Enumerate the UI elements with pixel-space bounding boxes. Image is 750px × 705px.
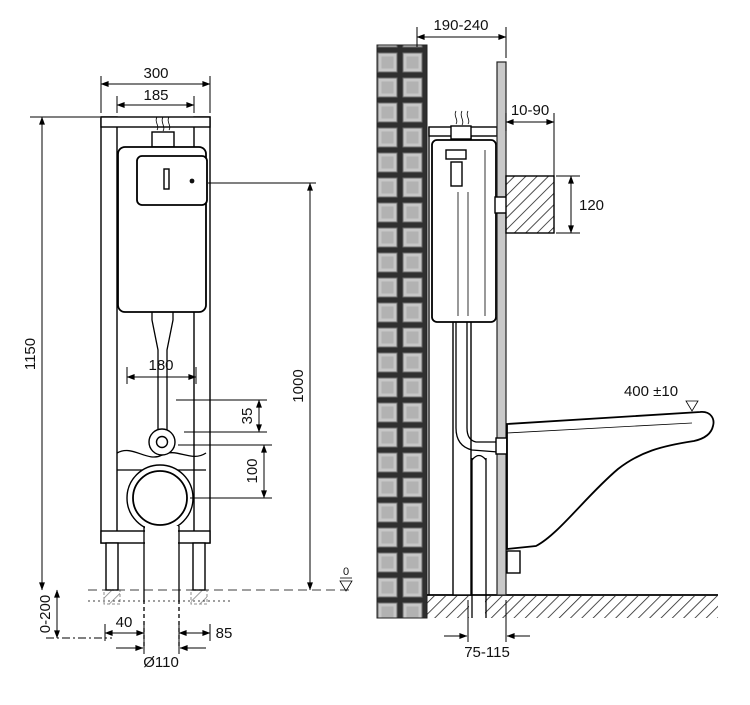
cistern-side	[431, 139, 497, 323]
frame-rail-left	[100, 116, 118, 544]
dim-depth-label: 190-240	[433, 17, 488, 34]
dim-inner-width: 185	[116, 87, 195, 113]
dim-outer-width: 300	[100, 65, 211, 113]
dim-front-gap-label: 10-90	[511, 102, 549, 119]
drain-outlet	[126, 464, 194, 532]
dim-outer-width-label: 300	[143, 65, 168, 82]
dim-offset-35-label: 35	[239, 408, 256, 425]
dim-drain-diameter-label: Ø110	[143, 654, 179, 671]
datum-label: 0	[343, 566, 349, 578]
drain-pipe-front	[143, 526, 180, 646]
dim-outlet-offset: 75-115	[444, 600, 530, 661]
dim-offset-100: 100	[178, 444, 272, 499]
dim-offset-left-label: 40	[116, 614, 133, 631]
dim-inner-width-label: 185	[143, 87, 168, 104]
mounting-frame	[100, 116, 211, 605]
dim-bowl-height-label: 400 ±10	[624, 383, 678, 400]
inlet-elbow	[148, 428, 176, 456]
dim-foot-adjust-label: 0-200	[37, 595, 54, 633]
dim-bowl-height: 400 ±10	[624, 383, 699, 412]
dim-offset-right-label: 85	[216, 625, 233, 642]
dim-actuator-height: 1000	[208, 182, 316, 591]
dim-offset-100-label: 100	[244, 458, 261, 483]
dim-pipe-span-label: 180	[148, 357, 173, 374]
bowl-mount-stub	[506, 550, 521, 574]
datum-triangle-icon	[339, 580, 353, 592]
bowl-height-triangle-icon	[685, 400, 699, 412]
dim-total-height-label: 1150	[22, 338, 39, 370]
dim-front-gap: 10-90	[505, 102, 555, 176]
dim-foot-adjust: 0-200	[37, 589, 112, 639]
inlet-block	[505, 175, 555, 234]
dim-outlet-offset-label: 75-115	[464, 644, 510, 661]
drain-pipe-side	[469, 454, 487, 618]
flush-pipe-side	[455, 322, 499, 453]
side-view: 190-240 10-90 120 400 ±10 75-115	[376, 17, 718, 661]
datum-marker: 0	[339, 566, 353, 592]
frame-leg-left	[105, 542, 119, 591]
water-supply-icon-side	[450, 110, 472, 140]
dim-inlet-height: 120	[556, 175, 604, 234]
flush-pipe-front	[151, 312, 174, 431]
dim-total-height: 1150	[22, 116, 100, 591]
cistern-internals	[445, 149, 486, 316]
flush-plate	[136, 155, 208, 206]
toilet-bowl	[506, 411, 715, 574]
dim-offset-35: 35	[176, 399, 267, 433]
dim-pipe-span: 180	[126, 357, 197, 384]
dim-drain-diameter: Ø110	[116, 640, 206, 671]
dim-offset-right: 85	[178, 624, 233, 642]
foot-pad-left	[103, 589, 121, 605]
dim-inlet-height-label: 120	[579, 197, 604, 214]
flush-button-slot	[163, 168, 170, 190]
floor-line-front	[88, 589, 352, 602]
dim-depth: 190-240	[416, 17, 507, 58]
front-view: 0 300 185 1150 1000	[22, 65, 353, 671]
panel-pass-through-bowl	[495, 437, 508, 455]
foot-pad-right	[190, 589, 208, 605]
dim-actuator-height-label: 1000	[290, 369, 307, 402]
tiled-wall	[376, 44, 428, 619]
flush-plate-pin	[189, 178, 195, 184]
wall-panel	[496, 61, 507, 596]
floor-hatch	[427, 596, 718, 618]
frame-leg-right	[192, 542, 206, 591]
dim-offset-left: 40	[104, 614, 145, 641]
frame-top-bar	[100, 116, 211, 128]
